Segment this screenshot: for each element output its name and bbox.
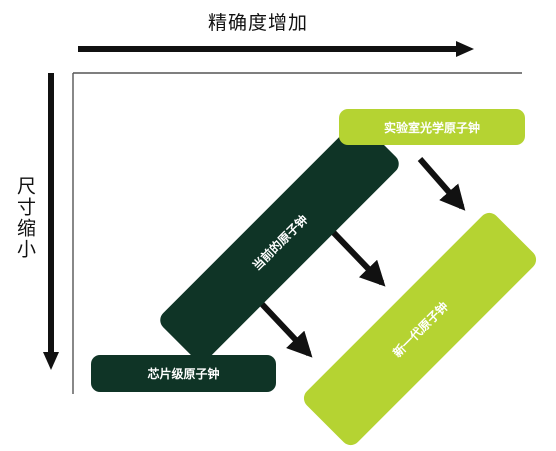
lab-optical-clock-label: 实验室光学原子钟 xyxy=(383,120,480,135)
left-arrow xyxy=(43,73,59,370)
top-arrow xyxy=(78,41,474,57)
chip-clock-label: 芯片级原子钟 xyxy=(147,367,220,381)
lab-optical-clock-box: 实验室光学原子钟 xyxy=(339,109,525,145)
next-gen-clock-label: 新一代原子钟 xyxy=(389,298,451,360)
chip-clock-box: 芯片级原子钟 xyxy=(91,355,276,392)
transition-arrows xyxy=(257,157,466,358)
y-axis-title: 尺寸缩小 xyxy=(14,176,36,260)
frame-lines xyxy=(72,72,522,394)
x-axis-title: 精确度增加 xyxy=(208,12,309,34)
current-clock-label: 当前的原子钟 xyxy=(249,211,311,273)
